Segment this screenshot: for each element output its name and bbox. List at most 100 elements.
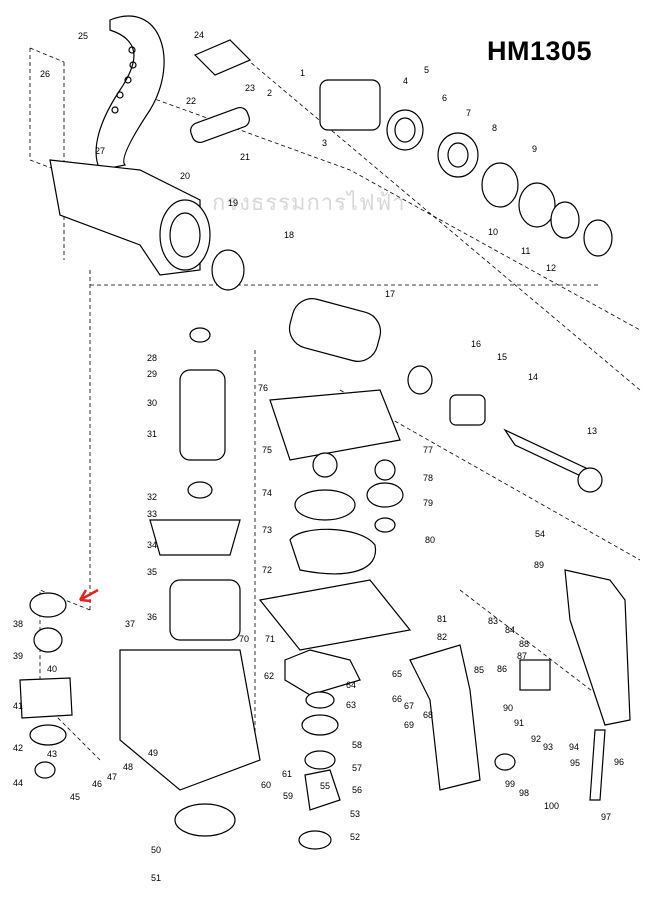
part-label-60: 60 xyxy=(261,780,271,790)
part-label-5: 5 xyxy=(424,65,429,75)
part-label-77: 77 xyxy=(423,445,433,455)
part-label-31: 31 xyxy=(147,429,157,439)
part-label-76: 76 xyxy=(258,383,268,393)
part-label-36: 36 xyxy=(147,612,157,622)
part-label-57: 57 xyxy=(352,763,362,773)
part-label-92: 92 xyxy=(531,734,541,744)
part-label-13: 13 xyxy=(587,426,597,436)
part-label-90: 90 xyxy=(503,703,513,713)
part-label-47: 47 xyxy=(107,772,117,782)
brush-holder-parts xyxy=(19,592,73,779)
part-label-17: 17 xyxy=(385,289,395,299)
part-label-72: 72 xyxy=(262,565,272,575)
part-label-43: 43 xyxy=(47,749,57,759)
part-label-19: 19 xyxy=(228,198,238,208)
part-label-11: 11 xyxy=(521,246,530,256)
part-label-96: 96 xyxy=(614,757,624,767)
part-label-56: 56 xyxy=(352,785,362,795)
part-label-32: 32 xyxy=(147,492,157,502)
part-label-41: 41 xyxy=(13,701,23,711)
part-label-9: 9 xyxy=(532,144,537,154)
part-label-40: 40 xyxy=(47,664,57,674)
part-label-50: 50 xyxy=(151,845,161,855)
part-label-26: 26 xyxy=(40,69,50,79)
part-label-38: 38 xyxy=(13,619,23,629)
part-number-labels: 1234567891011121314151617181920212223242… xyxy=(13,30,624,883)
part-label-21: 21 xyxy=(240,152,250,162)
model-title: HM1305 xyxy=(487,36,593,66)
part-label-55: 55 xyxy=(320,781,330,791)
part-label-61: 61 xyxy=(282,769,292,779)
part-label-44: 44 xyxy=(13,778,23,788)
part-label-70: 70 xyxy=(239,634,249,644)
part-label-18: 18 xyxy=(284,230,294,240)
part-label-69: 69 xyxy=(404,720,414,730)
part-label-68: 68 xyxy=(423,710,433,720)
part-label-79: 79 xyxy=(423,498,433,508)
part-label-93: 93 xyxy=(543,742,553,752)
crank-and-bearing-parts xyxy=(211,79,613,493)
part-label-54: 54 xyxy=(535,529,545,539)
part-label-12: 12 xyxy=(546,263,556,273)
part-label-71: 71 xyxy=(265,634,275,644)
part-label-88: 88 xyxy=(519,639,529,649)
part-label-27: 27 xyxy=(95,146,105,156)
part-label-30: 30 xyxy=(147,398,157,408)
gear-housing-and-gears xyxy=(174,389,412,850)
front-housing xyxy=(49,159,211,276)
part-label-97: 97 xyxy=(601,812,611,822)
part-label-48: 48 xyxy=(123,762,133,772)
part-label-4: 4 xyxy=(403,76,408,86)
part-label-98: 98 xyxy=(519,788,529,798)
part-label-85: 85 xyxy=(474,665,484,675)
part-label-73: 73 xyxy=(262,525,272,535)
part-label-100: 100 xyxy=(544,801,559,811)
part-label-75: 75 xyxy=(262,445,272,455)
part-label-6: 6 xyxy=(442,93,447,103)
part-label-67: 67 xyxy=(404,701,414,711)
part-label-83: 83 xyxy=(488,616,498,626)
part-label-8: 8 xyxy=(492,123,497,133)
part-label-3: 3 xyxy=(322,138,327,148)
part-label-33: 33 xyxy=(147,509,157,519)
part-label-58: 58 xyxy=(352,740,362,750)
part-label-84: 84 xyxy=(505,625,515,635)
part-label-29: 29 xyxy=(147,369,157,379)
red-pointer-arrow xyxy=(78,588,99,603)
part-label-14: 14 xyxy=(528,372,538,382)
part-label-39: 39 xyxy=(13,651,23,661)
part-label-2: 2 xyxy=(267,88,272,98)
part-label-24: 24 xyxy=(194,30,204,40)
part-label-45: 45 xyxy=(70,792,80,802)
part-label-34: 34 xyxy=(147,540,157,550)
handle-assembly xyxy=(95,15,252,171)
armature-and-field xyxy=(119,327,261,791)
part-label-15: 15 xyxy=(497,352,507,362)
part-label-10: 10 xyxy=(488,227,498,237)
part-label-20: 20 xyxy=(180,171,190,181)
part-label-99: 99 xyxy=(505,779,515,789)
part-label-46: 46 xyxy=(92,779,102,789)
part-label-22: 22 xyxy=(186,96,196,106)
rear-handle-and-switch xyxy=(409,569,631,801)
part-label-95: 95 xyxy=(570,758,580,768)
part-label-23: 23 xyxy=(245,83,255,93)
watermark: กรงธรรมการไฟฟ้า xyxy=(212,191,406,216)
part-label-94: 94 xyxy=(569,742,579,752)
part-label-66: 66 xyxy=(392,694,402,704)
part-label-35: 35 xyxy=(147,567,157,577)
part-label-64: 64 xyxy=(346,680,356,690)
part-label-16: 16 xyxy=(471,339,481,349)
part-label-51: 51 xyxy=(151,873,161,883)
part-label-86: 86 xyxy=(497,664,507,674)
part-label-91: 91 xyxy=(514,718,524,728)
part-label-28: 28 xyxy=(147,353,157,363)
part-label-82: 82 xyxy=(437,632,447,642)
part-label-65: 65 xyxy=(392,669,402,679)
part-label-62: 62 xyxy=(264,671,274,681)
part-label-81: 81 xyxy=(437,614,447,624)
part-label-80: 80 xyxy=(425,535,435,545)
part-label-49: 49 xyxy=(148,748,158,758)
